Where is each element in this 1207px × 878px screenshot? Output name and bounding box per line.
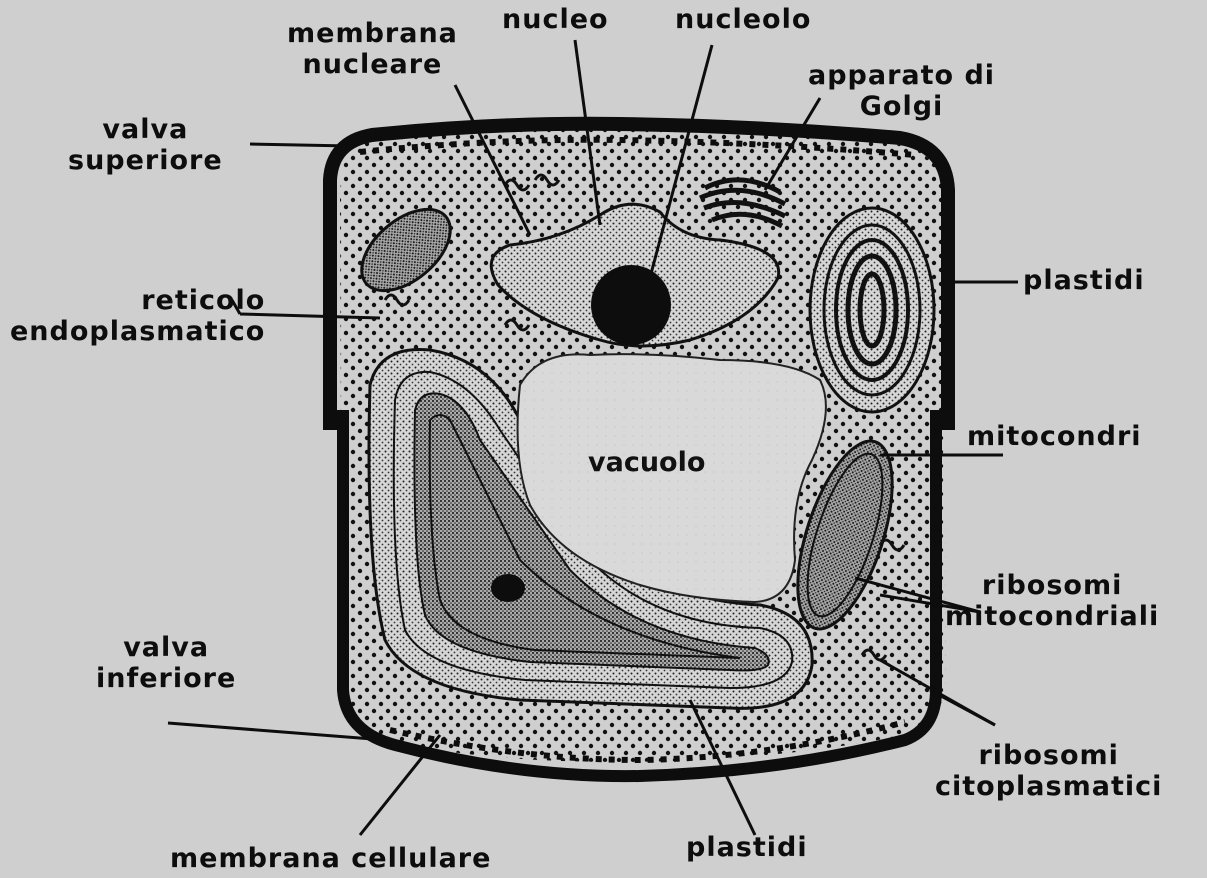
mitochondrial-ribosomes-label: ribosomi mitocondriali [945,570,1159,632]
pyrenoid [491,574,525,602]
golgi-apparatus-label: apparato di Golgi [808,60,995,122]
endoplasmic-reticulum-label: reticolo endoplasmatico [10,285,265,347]
vacuole-label: vacuolo [588,447,705,478]
lower-valve-label: valva inferiore [96,632,236,694]
nucleolus-label: nucleolo [675,4,811,35]
plastids-bottom-label: plastidi [686,832,808,863]
nuclear-membrane-label: membrana nucleare [287,18,458,80]
nucleus-label: nucleo [502,4,609,35]
cell-membrane-label: membrana cellulare [170,843,491,874]
mitochondria-label: mitocondri [967,421,1142,452]
nucleolus [591,265,671,345]
plastids-right-label: plastidi [1023,265,1145,296]
cytoplasmic-ribosomes-label: ribosomi citoplasmatici [935,740,1162,802]
right-plastid [810,208,934,412]
upper-valve-label: valva superiore [68,114,223,176]
